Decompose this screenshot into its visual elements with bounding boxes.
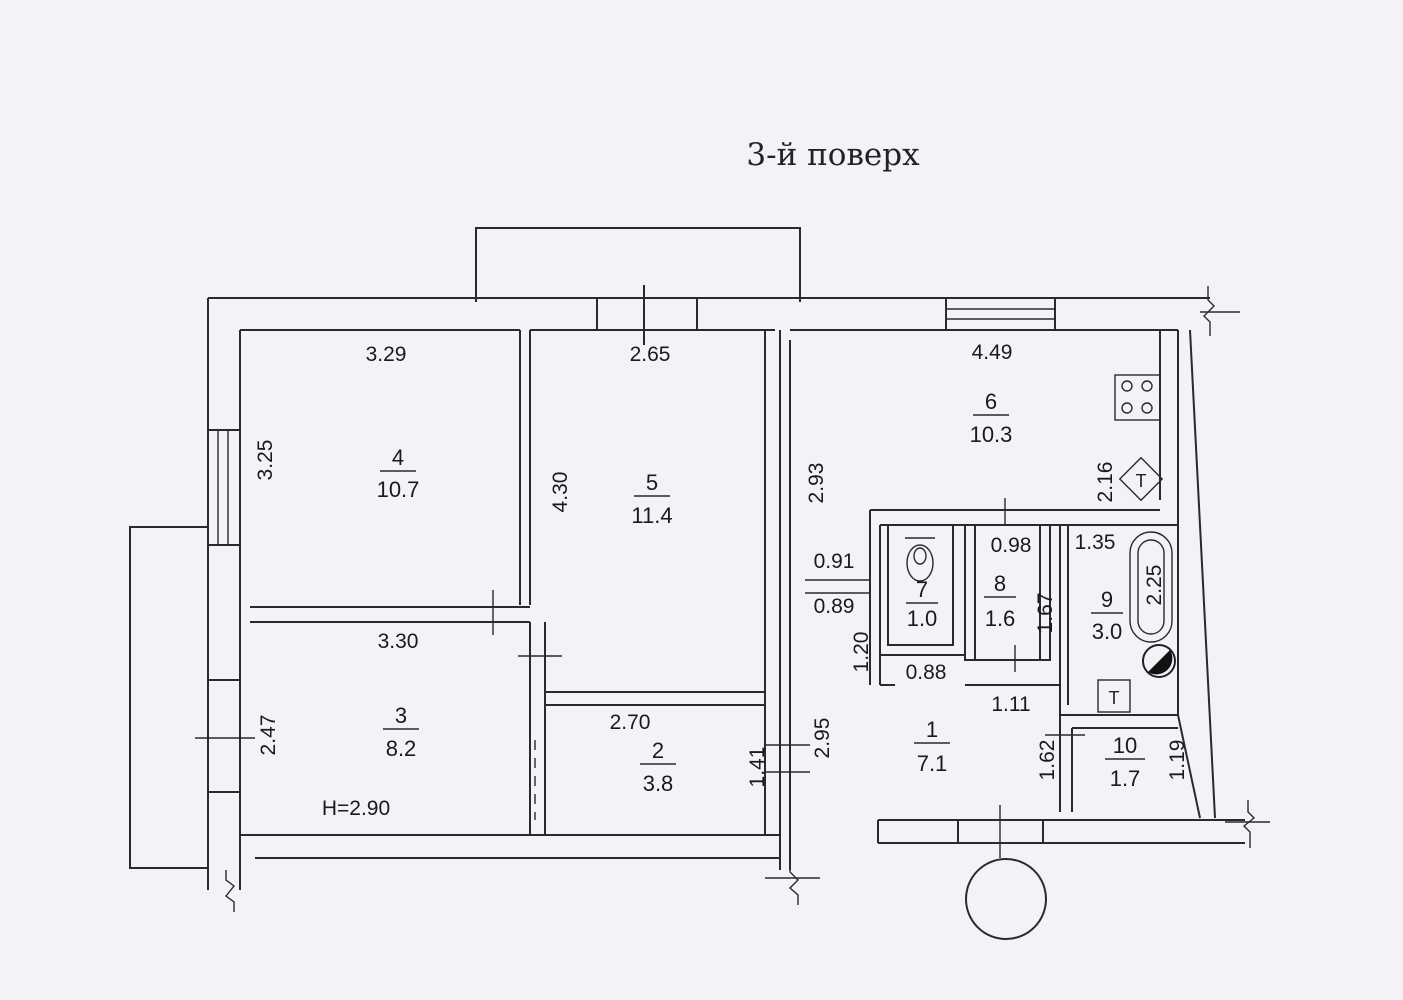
dim-1-35: 1.35: [1075, 531, 1116, 554]
stove-icon: [1114, 374, 1161, 421]
dim-room4-height: 3.25: [254, 440, 277, 481]
room-7-label: 7 1.0: [906, 577, 938, 631]
dim-room3-height: 2.47: [257, 715, 280, 756]
gas-meter-icon: T: [1097, 679, 1131, 713]
toilet-icon: [905, 537, 935, 582]
svg-text:10: 10: [1113, 733, 1137, 758]
svg-text:6: 6: [985, 389, 997, 414]
svg-text:11.4: 11.4: [631, 503, 672, 528]
room-1-label: 1 7.1: [914, 717, 950, 776]
dim-2-25: 2.25: [1143, 565, 1166, 606]
svg-text:T: T: [1136, 471, 1147, 491]
dim-room5-width: 2.65: [630, 343, 671, 366]
svg-text:2: 2: [652, 738, 664, 763]
room-2-label: 2 3.8: [640, 738, 676, 796]
svg-text:5: 5: [646, 470, 658, 495]
svg-text:3.8: 3.8: [643, 771, 674, 796]
room-10-label: 10 1.7: [1105, 733, 1145, 791]
balcony: [475, 227, 801, 302]
heater-icon: T: [1118, 456, 1164, 502]
svg-text:7: 7: [916, 577, 928, 602]
room-5-label: 5 11.4: [631, 470, 672, 528]
dim-corridor-height: 2.95: [811, 718, 834, 759]
boiler-icon: [1142, 644, 1176, 678]
svg-text:4: 4: [392, 445, 404, 470]
svg-text:10.3: 10.3: [970, 422, 1013, 447]
bathtub-icon: [1129, 531, 1173, 643]
svg-text:3: 3: [395, 703, 407, 728]
interior-walls: [250, 330, 1179, 870]
svg-text:1: 1: [926, 717, 938, 742]
dim-room4-width: 3.29: [366, 343, 407, 366]
dim-1-20: 1.20: [850, 632, 873, 673]
floor-title: 3-й поверх: [746, 137, 920, 173]
dim-room6-height: 2.93: [805, 463, 828, 504]
svg-text:3.0: 3.0: [1092, 619, 1123, 644]
dim-room3-width: 3.30: [378, 630, 419, 653]
dim-2-16: 2.16: [1094, 462, 1117, 503]
room-4-label: 4 10.7: [377, 445, 420, 502]
room-9-label: 9 3.0: [1091, 587, 1123, 644]
entrance-circle-icon: [965, 858, 1047, 940]
dim-0-89: 0.89: [814, 595, 855, 618]
svg-text:1.7: 1.7: [1110, 766, 1141, 791]
dim-1-67: 1.67: [1034, 593, 1057, 634]
dim-1-62: 1.62: [1036, 740, 1059, 781]
dim-room2-height: 1.41: [746, 747, 769, 788]
svg-text:9: 9: [1101, 587, 1113, 612]
svg-text:1.0: 1.0: [907, 606, 938, 631]
dim-0-98: 0.98: [991, 534, 1032, 557]
dim-room2-width: 2.70: [610, 711, 651, 734]
dim-1-19: 1.19: [1166, 740, 1189, 781]
svg-text:8: 8: [994, 571, 1006, 596]
outer-walls: [129, 285, 1270, 912]
dim-1-11: 1.11: [991, 693, 1030, 716]
dim-0-88: 0.88: [906, 661, 947, 684]
svg-text:T: T: [1109, 688, 1120, 708]
dim-room5-height: 4.30: [549, 472, 572, 513]
dim-room6-width: 4.49: [972, 341, 1013, 364]
svg-text:10.7: 10.7: [377, 477, 420, 502]
room-6-label: 6 10.3: [970, 389, 1013, 447]
room-8-label: 8 1.6: [984, 571, 1016, 631]
svg-text:1.6: 1.6: [985, 606, 1016, 631]
room-3-label: 3 8.2: [383, 703, 419, 761]
dim-0-91: 0.91: [814, 550, 855, 573]
ceiling-height: H=2.90: [322, 797, 390, 820]
svg-text:8.2: 8.2: [386, 736, 417, 761]
svg-text:7.1: 7.1: [917, 751, 948, 776]
